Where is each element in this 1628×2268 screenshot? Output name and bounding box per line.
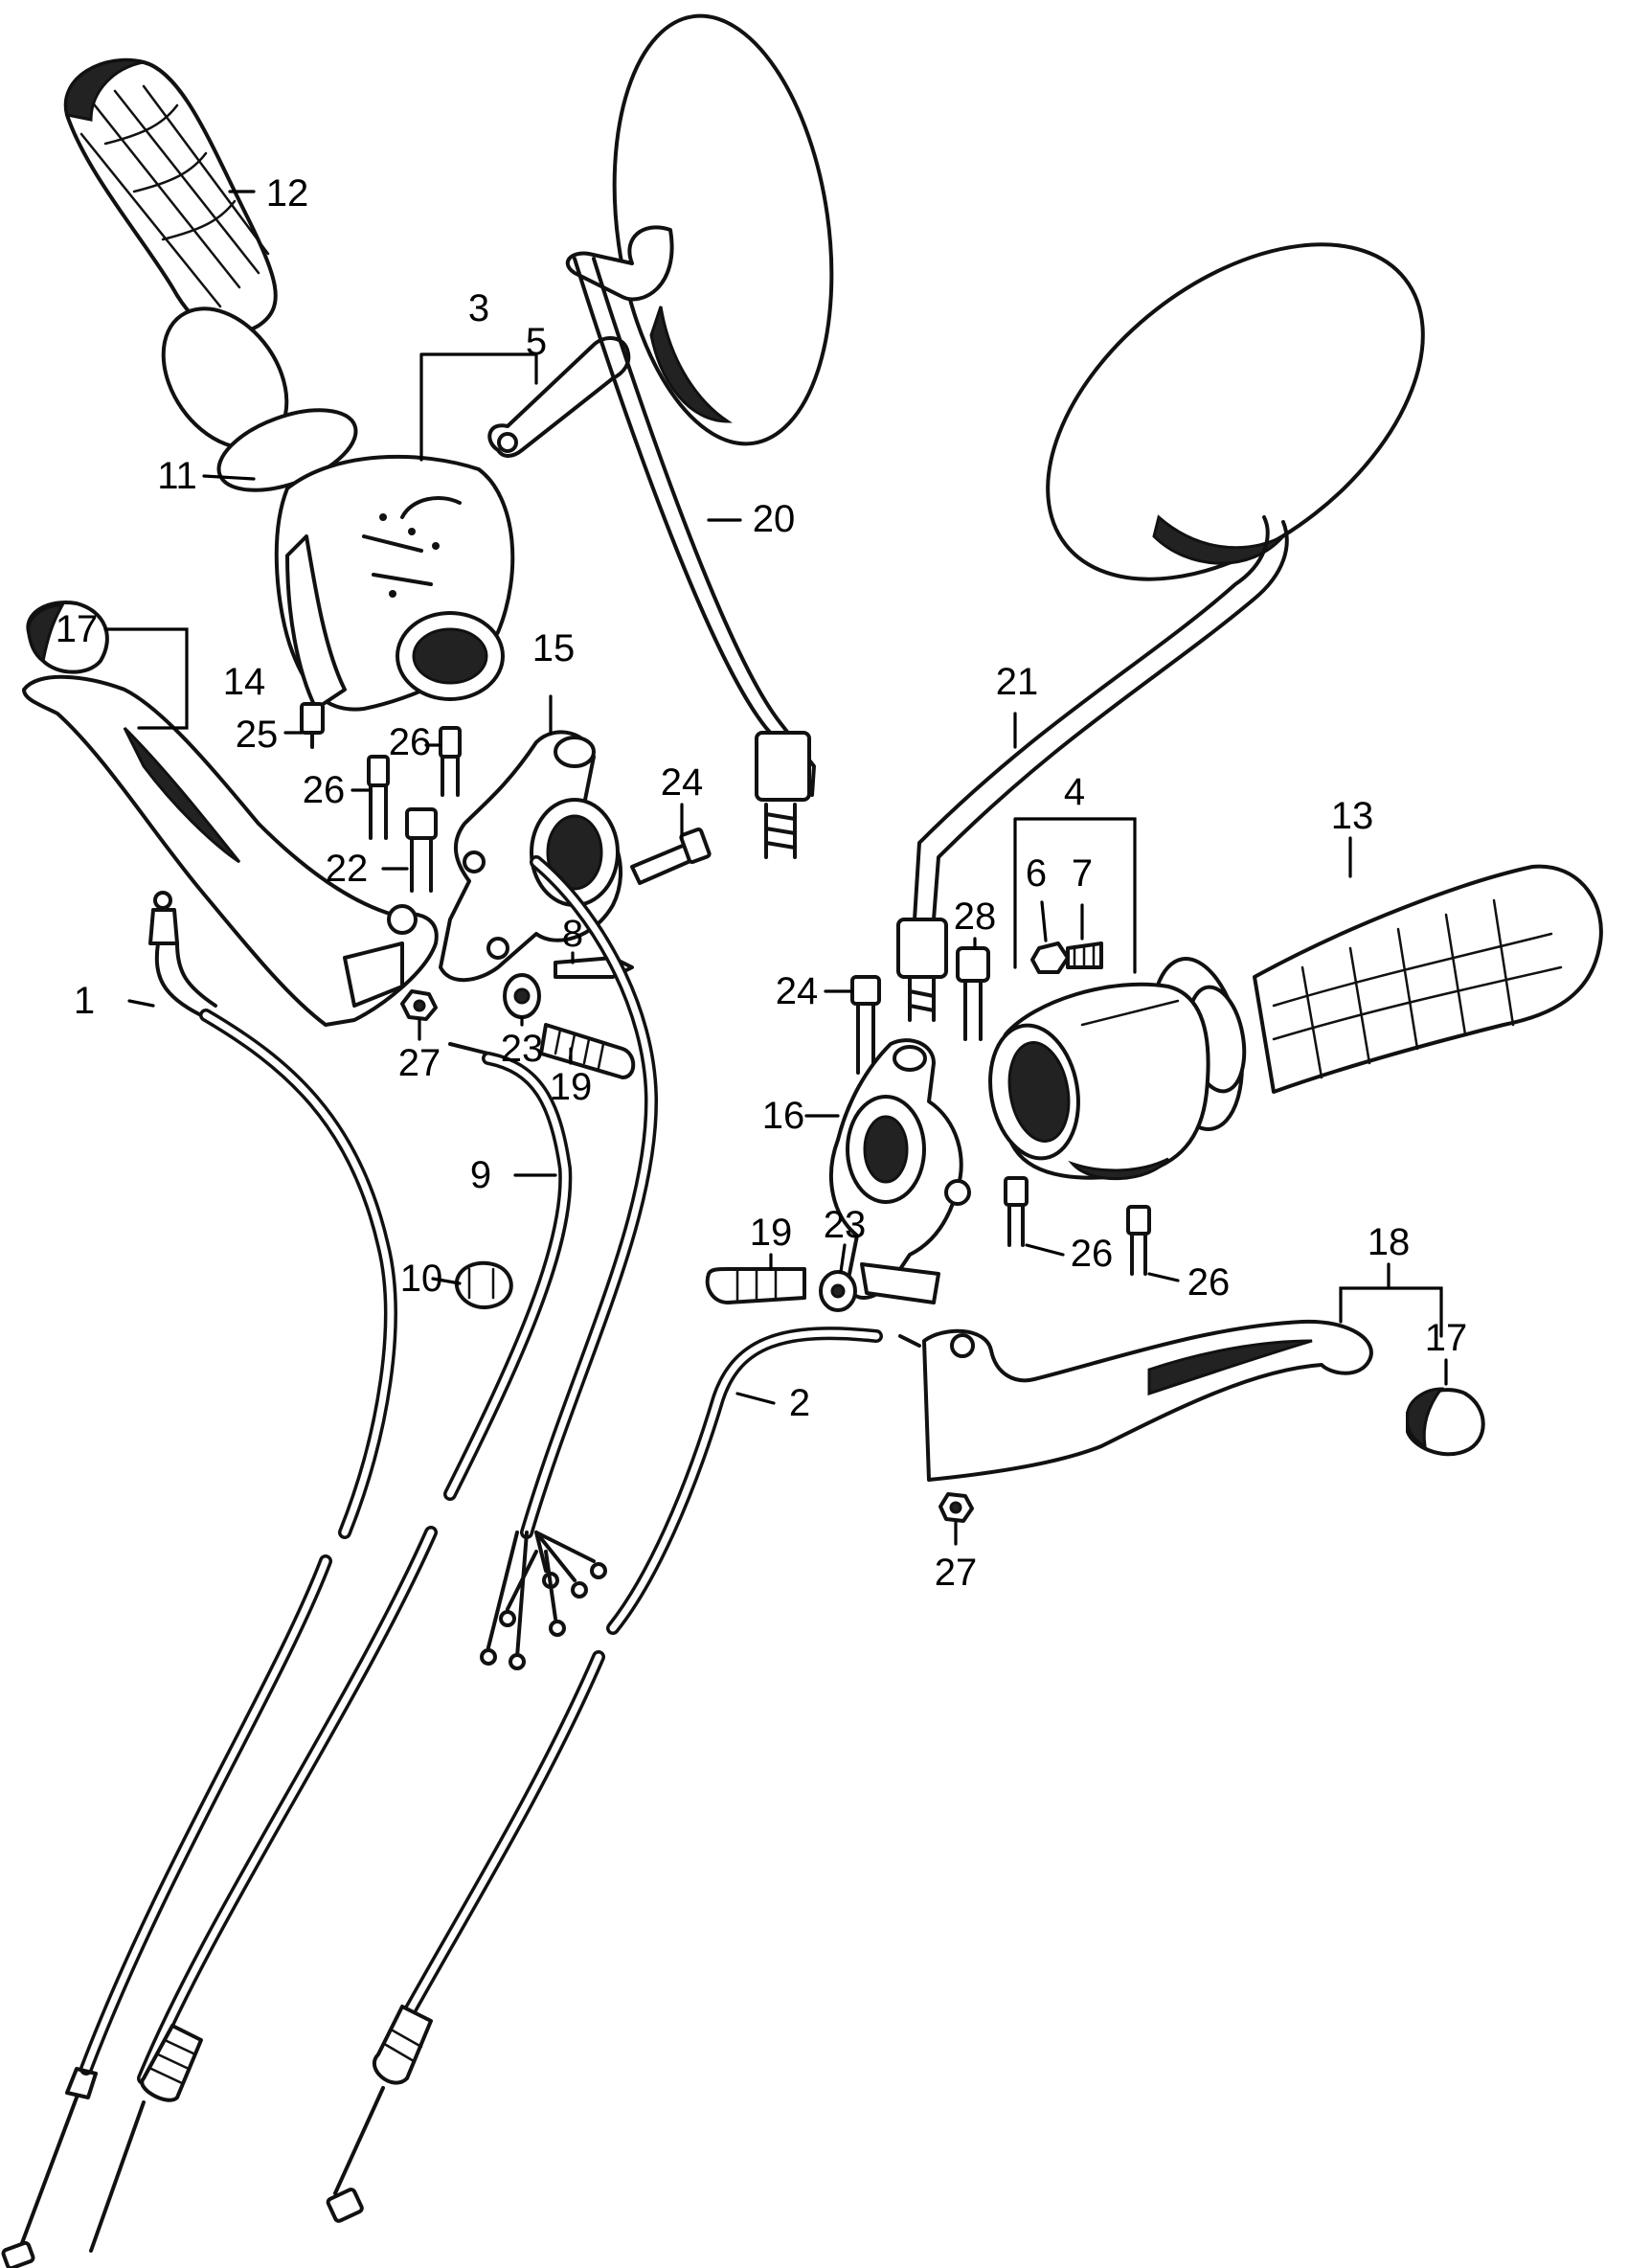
right-mirror xyxy=(896,242,1425,1022)
clutch-cable xyxy=(1,891,397,2268)
part-23-left-washer xyxy=(503,973,541,1019)
label-9: 9 xyxy=(470,1154,491,1196)
part-17-left-knob xyxy=(26,601,109,674)
part-24-right-bolt xyxy=(850,975,881,1075)
label-1: 1 xyxy=(74,980,95,1022)
left-mirror xyxy=(565,13,834,859)
part-7-screw xyxy=(1066,941,1103,969)
label-17-right: 17 xyxy=(1425,1317,1468,1359)
wiring-harness xyxy=(480,855,659,1670)
label-8: 8 xyxy=(562,913,583,955)
label-7: 7 xyxy=(1072,852,1093,895)
left-grip xyxy=(63,57,278,336)
cable-9 xyxy=(89,1042,573,2253)
label-26-b: 26 xyxy=(303,769,346,811)
label-12: 12 xyxy=(266,172,309,215)
label-20: 20 xyxy=(753,498,796,540)
part-10-clip xyxy=(454,1260,513,1309)
label-25: 25 xyxy=(236,714,279,756)
part-28-bolt xyxy=(956,946,990,1041)
part-24-left-bolt xyxy=(630,827,712,885)
part-26b-screw xyxy=(367,755,390,840)
part-23-right-washer xyxy=(819,1270,857,1312)
label-15: 15 xyxy=(532,627,576,669)
part-26a-screw xyxy=(439,726,462,797)
label-10: 10 xyxy=(400,1258,443,1300)
left-clutch-lever xyxy=(22,674,439,1027)
label-2: 2 xyxy=(789,1382,810,1424)
label-19-right: 19 xyxy=(750,1212,793,1254)
part-19-left-adjuster xyxy=(539,1023,636,1079)
part-17-right-knob xyxy=(1406,1387,1485,1457)
label-26-d: 26 xyxy=(1187,1261,1231,1304)
label-6: 6 xyxy=(1026,852,1047,895)
label-27-left: 27 xyxy=(398,1042,441,1084)
label-14: 14 xyxy=(223,661,266,703)
right-brake-lever xyxy=(922,1319,1373,1482)
label-5: 5 xyxy=(526,321,547,363)
label-22: 22 xyxy=(326,848,369,890)
part-22-bolt xyxy=(405,807,438,893)
left-switch-housing xyxy=(274,454,515,712)
label-16: 16 xyxy=(762,1095,805,1137)
label-3: 3 xyxy=(468,287,489,329)
leader-lines xyxy=(103,190,1448,1546)
part-6-nut xyxy=(1030,941,1070,974)
label-23-left: 23 xyxy=(501,1028,544,1070)
part-5-bolt xyxy=(487,336,631,458)
label-28: 28 xyxy=(954,896,997,938)
label-11: 11 xyxy=(157,455,197,497)
label-26-c: 26 xyxy=(1071,1233,1114,1275)
label-13: 13 xyxy=(1331,795,1374,837)
label-19-left: 19 xyxy=(550,1066,593,1108)
label-23-right: 23 xyxy=(824,1204,867,1246)
right-grip xyxy=(1150,864,1603,1131)
left-lever-bracket xyxy=(439,730,622,983)
throttle-cable xyxy=(326,1327,921,2223)
right-bracket-screws xyxy=(1004,1176,1151,1276)
part-19-right-adjuster xyxy=(705,1267,806,1304)
callout-labels: 12 3 5 11 20 17 14 15 25 26 26 24 22 21 … xyxy=(56,172,1468,1594)
part-25-screw xyxy=(300,702,325,749)
part-27-left-nut xyxy=(400,989,438,1021)
right-switch-housing xyxy=(988,982,1210,1180)
label-18: 18 xyxy=(1368,1221,1411,1263)
label-4: 4 xyxy=(1064,771,1085,813)
label-21: 21 xyxy=(996,661,1039,703)
right-lever-bracket xyxy=(829,1038,971,1304)
label-27-right: 27 xyxy=(935,1552,978,1594)
label-17-left: 17 xyxy=(56,608,99,650)
part-27-right-nut xyxy=(938,1492,974,1523)
label-24-right: 24 xyxy=(776,970,819,1012)
label-24-left: 24 xyxy=(661,761,704,804)
label-26-a: 26 xyxy=(389,721,432,763)
